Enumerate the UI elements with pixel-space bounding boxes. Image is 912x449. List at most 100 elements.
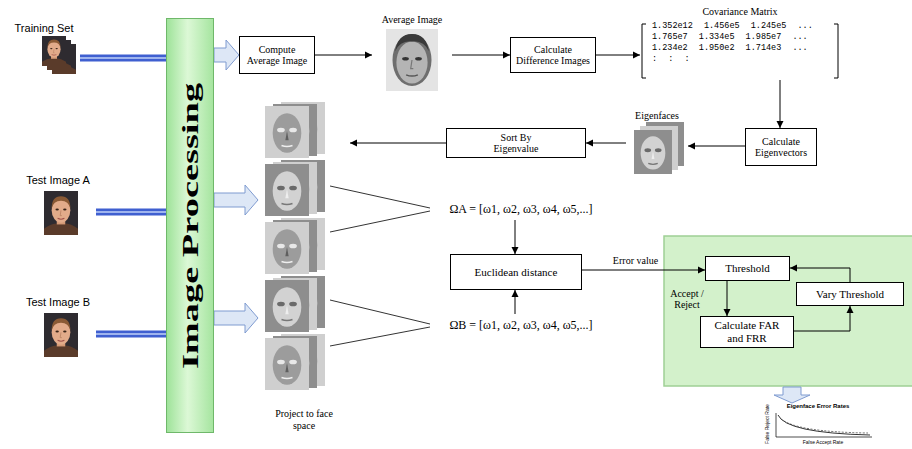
connector-line [582, 270, 705, 271]
matrix-row: 1.234e2 1.950e2 1.714e3 ... [652, 43, 808, 54]
node-label: Training Set [15, 22, 74, 34]
block-arrow [774, 387, 810, 403]
projection-wedge [330, 186, 430, 232]
node-label: ΩA = [ω1, ω2, ω3, ω4, ω5,...] [449, 198, 592, 220]
axis-label: False Reject Rate [764, 404, 770, 444]
process-box: Calculate Eigenvectors [745, 128, 817, 166]
projection-wedge [330, 300, 430, 346]
arrow-head [512, 290, 519, 297]
node-label: Project to face space [269, 408, 339, 431]
signal-band [80, 55, 166, 62]
eigenface [265, 280, 309, 332]
connector [586, 140, 626, 147]
image-node: Test Image B [20, 296, 96, 358]
arrow-head [350, 140, 357, 147]
connector [80, 58, 166, 59]
eigenface [265, 338, 309, 390]
node-label: Average Image [382, 14, 443, 25]
connector-line [780, 80, 781, 128]
connector-line [452, 55, 510, 56]
connector [790, 265, 850, 283]
eigenface [265, 222, 309, 274]
connector [350, 140, 446, 147]
face-space-stack: Project to face space [258, 100, 350, 435]
node-label: ΩB = [ω1, ω2, ω3, ω4, ω5,...] [449, 314, 592, 336]
matrix-row: : : : [652, 54, 690, 65]
node-label: Vary Threshold [816, 288, 884, 301]
node-label: Calculate FAR and FRR [714, 319, 780, 344]
eigenface [265, 164, 309, 216]
edge-label: Accept / Reject [665, 287, 709, 310]
connector-line [350, 143, 446, 144]
arrow-head [586, 140, 593, 147]
matrix-node: Covariance Matrix1.352e12 1.456e5 1.245e… [640, 6, 840, 80]
connector [214, 303, 258, 333]
process-band: Image Processing [166, 18, 214, 433]
signal-band-sheen [96, 211, 166, 213]
connector [688, 143, 745, 150]
node-label: Test Image A [26, 174, 90, 186]
test-face [44, 313, 78, 357]
node-label: Eigenfaces [635, 110, 679, 121]
node-label: Eigenface Error Rates [787, 403, 850, 409]
node-label: Calculate Difference Images [515, 44, 591, 67]
weight-vector: ΩB = [ω1, ω2, ω3, ω4, ω5,...] [432, 314, 610, 336]
signal-band [96, 331, 166, 338]
connector [724, 281, 731, 316]
process-box: Calculate Difference Images [510, 37, 596, 73]
arrow-head [512, 247, 519, 254]
connector [582, 267, 705, 274]
training-face [42, 36, 66, 66]
process-box: Sort By Eigenvalue [446, 128, 586, 158]
arrow-head [724, 309, 731, 316]
node-label: Image Processing [177, 82, 204, 368]
connector [315, 52, 372, 59]
node-label: Threshold [725, 262, 770, 275]
eigenface [265, 106, 309, 158]
process-box: Compute Average Image [239, 36, 315, 74]
matrix-row: 1.765e7 1.334e5 1.985e7 ... [652, 32, 808, 43]
arrow-head [365, 52, 372, 59]
matrix-bracket [834, 24, 838, 78]
node-label: Sort By Eigenvalue [484, 132, 548, 155]
block-arrow [214, 303, 258, 333]
process-box: Calculate FAR and FRR [700, 316, 794, 348]
test-face [44, 191, 78, 235]
arrow-head [503, 52, 510, 59]
axis-label: False Accept Rate [803, 439, 844, 445]
connector [96, 212, 166, 213]
evaluation-panel [664, 236, 912, 386]
connector-line [315, 55, 372, 56]
block-arrow [214, 185, 258, 215]
process-box: Vary Threshold [796, 282, 904, 306]
connector [512, 290, 519, 314]
arrow-head [790, 265, 797, 272]
matrix-row: 1.352e12 1.456e5 1.245e5 ... [652, 21, 813, 32]
eigenface [634, 130, 672, 174]
weight-vector: ΩA = [ω1, ω2, ω3, ω4, ω5,...] [432, 198, 610, 220]
image-node: Average Image [372, 14, 452, 92]
connector [512, 220, 519, 254]
chart-ground [774, 412, 874, 439]
arrow-head [777, 121, 784, 128]
chart-curve [781, 419, 868, 433]
image-node: Eigenfaces [626, 110, 688, 174]
edge-label: Error value [611, 255, 660, 267]
connector-line [794, 306, 850, 331]
signal-band [96, 209, 166, 216]
image-set: Training Set [8, 22, 80, 78]
connector [596, 52, 640, 59]
block-arrow [214, 40, 239, 70]
signal-band-sheen [96, 333, 166, 335]
node-label: Test Image B [26, 296, 90, 308]
connector [452, 52, 510, 59]
chart-axes [776, 413, 872, 437]
process-box: Threshold [705, 256, 790, 281]
arrow-head [698, 267, 705, 274]
matrix-bracket [642, 24, 646, 78]
chart-curve [778, 415, 870, 435]
connector [214, 40, 239, 70]
